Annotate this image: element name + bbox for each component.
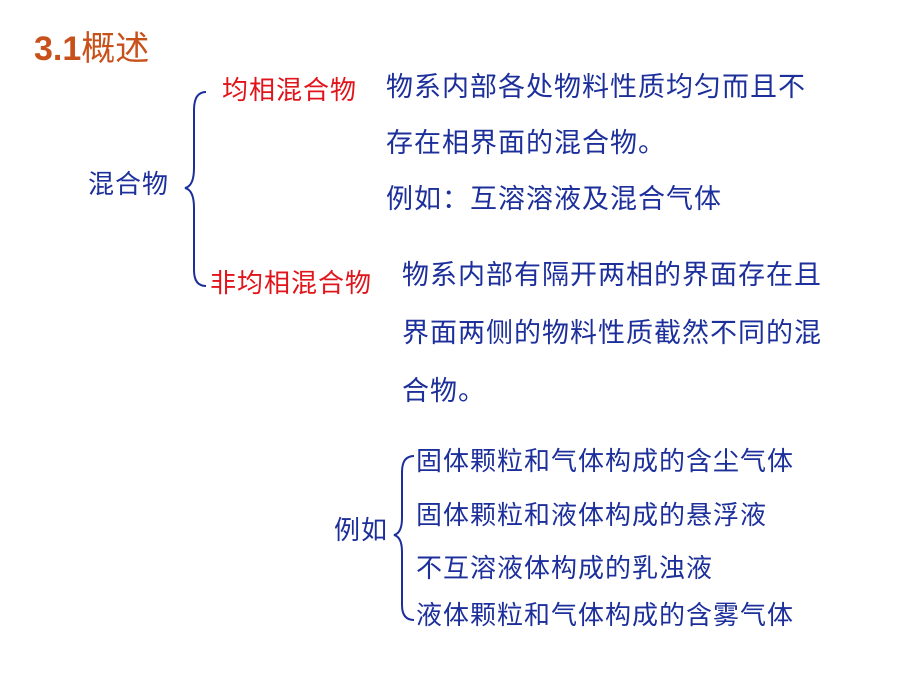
examples-brace bbox=[393, 455, 415, 621]
homogeneous-line-1: 物系内部各处物料性质均匀而且不 bbox=[386, 72, 806, 103]
mixture-label: 混合物 bbox=[88, 170, 170, 200]
heterogeneous-line-1: 物系内部有隔开两相的界面存在且 bbox=[402, 260, 822, 291]
example-item: 固体颗粒和气体构成的含尘气体 bbox=[416, 447, 795, 477]
example-item: 固体颗粒和液体构成的悬浮液 bbox=[416, 501, 768, 531]
example-item: 不互溶液体构成的乳浊液 bbox=[416, 554, 714, 584]
examples-label: 例如 bbox=[334, 516, 389, 546]
homogeneous-line-3: 例如：互溶溶液及混合气体 bbox=[386, 184, 722, 215]
homogeneous-term: 均相混合物 bbox=[222, 76, 358, 106]
section-title: 概述 bbox=[81, 29, 150, 69]
slide-title: 3.1概述 bbox=[34, 32, 149, 66]
mixture-brace bbox=[184, 91, 207, 287]
heterogeneous-term: 非均相混合物 bbox=[210, 269, 373, 299]
homogeneous-line-2: 存在相界面的混合物。 bbox=[386, 128, 666, 159]
heterogeneous-line-2: 界面两侧的物料性质截然不同的混 bbox=[402, 318, 822, 349]
example-item: 液体颗粒和气体构成的含雾气体 bbox=[416, 601, 795, 631]
section-number: 3.1 bbox=[34, 30, 82, 68]
heterogeneous-line-3: 合物。 bbox=[402, 376, 486, 407]
